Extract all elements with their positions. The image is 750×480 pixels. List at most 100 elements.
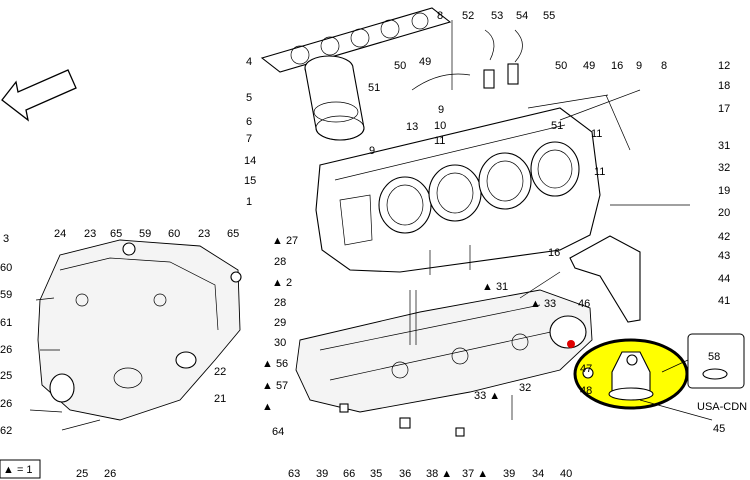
cylinder-liner (304, 55, 365, 141)
part-label: ▲ 33 (530, 298, 556, 310)
part-label: 50 (394, 60, 406, 72)
part-label: 50 (555, 60, 567, 72)
part-label: 6 (246, 116, 252, 128)
part-label: 65 (110, 228, 122, 240)
bolts (339, 290, 513, 437)
part-label: 54 (516, 10, 528, 22)
usa-cdn-inset (661, 333, 745, 389)
part-label: ▲ 31 (482, 281, 508, 293)
part-label: 65 (227, 228, 239, 240)
part-label: 13 (406, 121, 418, 133)
part-label: 16 (611, 60, 623, 72)
part-label: 25 (76, 468, 88, 480)
part-label: 36 (399, 468, 411, 480)
part-label: 17 (718, 103, 730, 115)
part-label: 1 (246, 196, 252, 208)
part-label: 31 (718, 140, 730, 152)
part-label: 46 (578, 298, 590, 310)
part-label: 55 (543, 10, 555, 22)
part-label: 32 (718, 162, 730, 174)
part-label: 11 (591, 128, 602, 140)
part-label: 12 (718, 60, 730, 72)
part-label: 62 (0, 425, 12, 437)
part-label: 23 (198, 228, 210, 240)
timing-cover (29, 239, 242, 431)
part-label: 44 (718, 273, 730, 285)
part-label: 32 (519, 382, 531, 394)
part-label: 11 (594, 166, 605, 178)
part-label: 58 (708, 351, 720, 363)
part-label: 9 (369, 145, 375, 157)
part-label: 53 (491, 10, 503, 22)
part-label: 3 (3, 233, 9, 245)
part-label: 60 (0, 262, 12, 274)
part-label: 51 (551, 120, 563, 132)
part-label: 60 (168, 228, 180, 240)
lower-crankcase (295, 289, 593, 413)
legend-box (0, 459, 41, 479)
part-label: 48 (580, 385, 592, 397)
part-label: ▲ 56 (262, 358, 288, 370)
part-label: 4 (246, 56, 252, 68)
part-label: 39 (316, 468, 328, 480)
part-label: 9 (438, 104, 444, 116)
part-label: 15 (244, 175, 256, 187)
part-label: 26 (0, 344, 12, 356)
part-label: 26 (104, 468, 116, 480)
part-label: 51 (368, 82, 380, 94)
part-label: 23 (84, 228, 96, 240)
oil-plug-marker (567, 340, 575, 348)
part-label: 42 (718, 231, 730, 243)
part-label: 9 (636, 60, 642, 72)
part-label: 8 (661, 60, 667, 72)
part-label: 59 (0, 289, 12, 301)
part-label: 37 ▲ (462, 468, 488, 480)
part-label: 28 (274, 297, 286, 309)
part-label: 43 (718, 250, 730, 262)
part-label: 5 (246, 92, 252, 104)
engine-mount-bracket (569, 235, 641, 323)
part-label: 10 (434, 120, 446, 132)
head-gasket (260, 7, 452, 73)
part-label: 39 (503, 468, 515, 480)
part-label: 24 (54, 228, 66, 240)
part-label: ▲ 2 (272, 277, 292, 289)
part-label: 38 ▲ (426, 468, 452, 480)
part-label: 40 (560, 468, 572, 480)
part-label: 64 (272, 426, 284, 438)
part-label: ▲ (262, 401, 273, 413)
part-label: 21 (214, 393, 226, 405)
part-label: ▲ 57 (262, 380, 288, 392)
part-label: 18 (718, 80, 730, 92)
part-label: 28 (274, 256, 286, 268)
part-label: 63 (288, 468, 300, 480)
part-label: 8 (437, 10, 443, 22)
part-label: 33 ▲ (474, 390, 500, 402)
part-label: 16 (548, 247, 560, 259)
part-label: 41 (718, 295, 730, 307)
part-label: 49 (583, 60, 595, 72)
part-label: 35 (370, 468, 382, 480)
part-label: 19 (718, 185, 730, 197)
part-label: 47 (580, 363, 592, 375)
part-label: 26 (0, 398, 12, 410)
engine-block (315, 107, 601, 275)
part-label: USA-CDN (697, 401, 747, 413)
legend-text: ▲ = 1 (3, 464, 33, 476)
direction-arrow-icon (1, 69, 77, 122)
part-label: 25 (0, 370, 12, 382)
sensor-parts (411, 20, 690, 299)
part-label: 52 (462, 10, 474, 22)
part-label: 7 (246, 133, 252, 145)
part-label: ▲ 27 (272, 235, 298, 247)
part-label: 20 (718, 207, 730, 219)
part-label: 34 (532, 468, 544, 480)
part-label: 22 (214, 366, 226, 378)
part-label: 49 (419, 56, 431, 68)
part-label: 45 (713, 423, 725, 435)
highlighted-engine-mount (573, 338, 713, 421)
part-label: 61 (0, 317, 12, 329)
part-label: 11 (434, 135, 445, 147)
